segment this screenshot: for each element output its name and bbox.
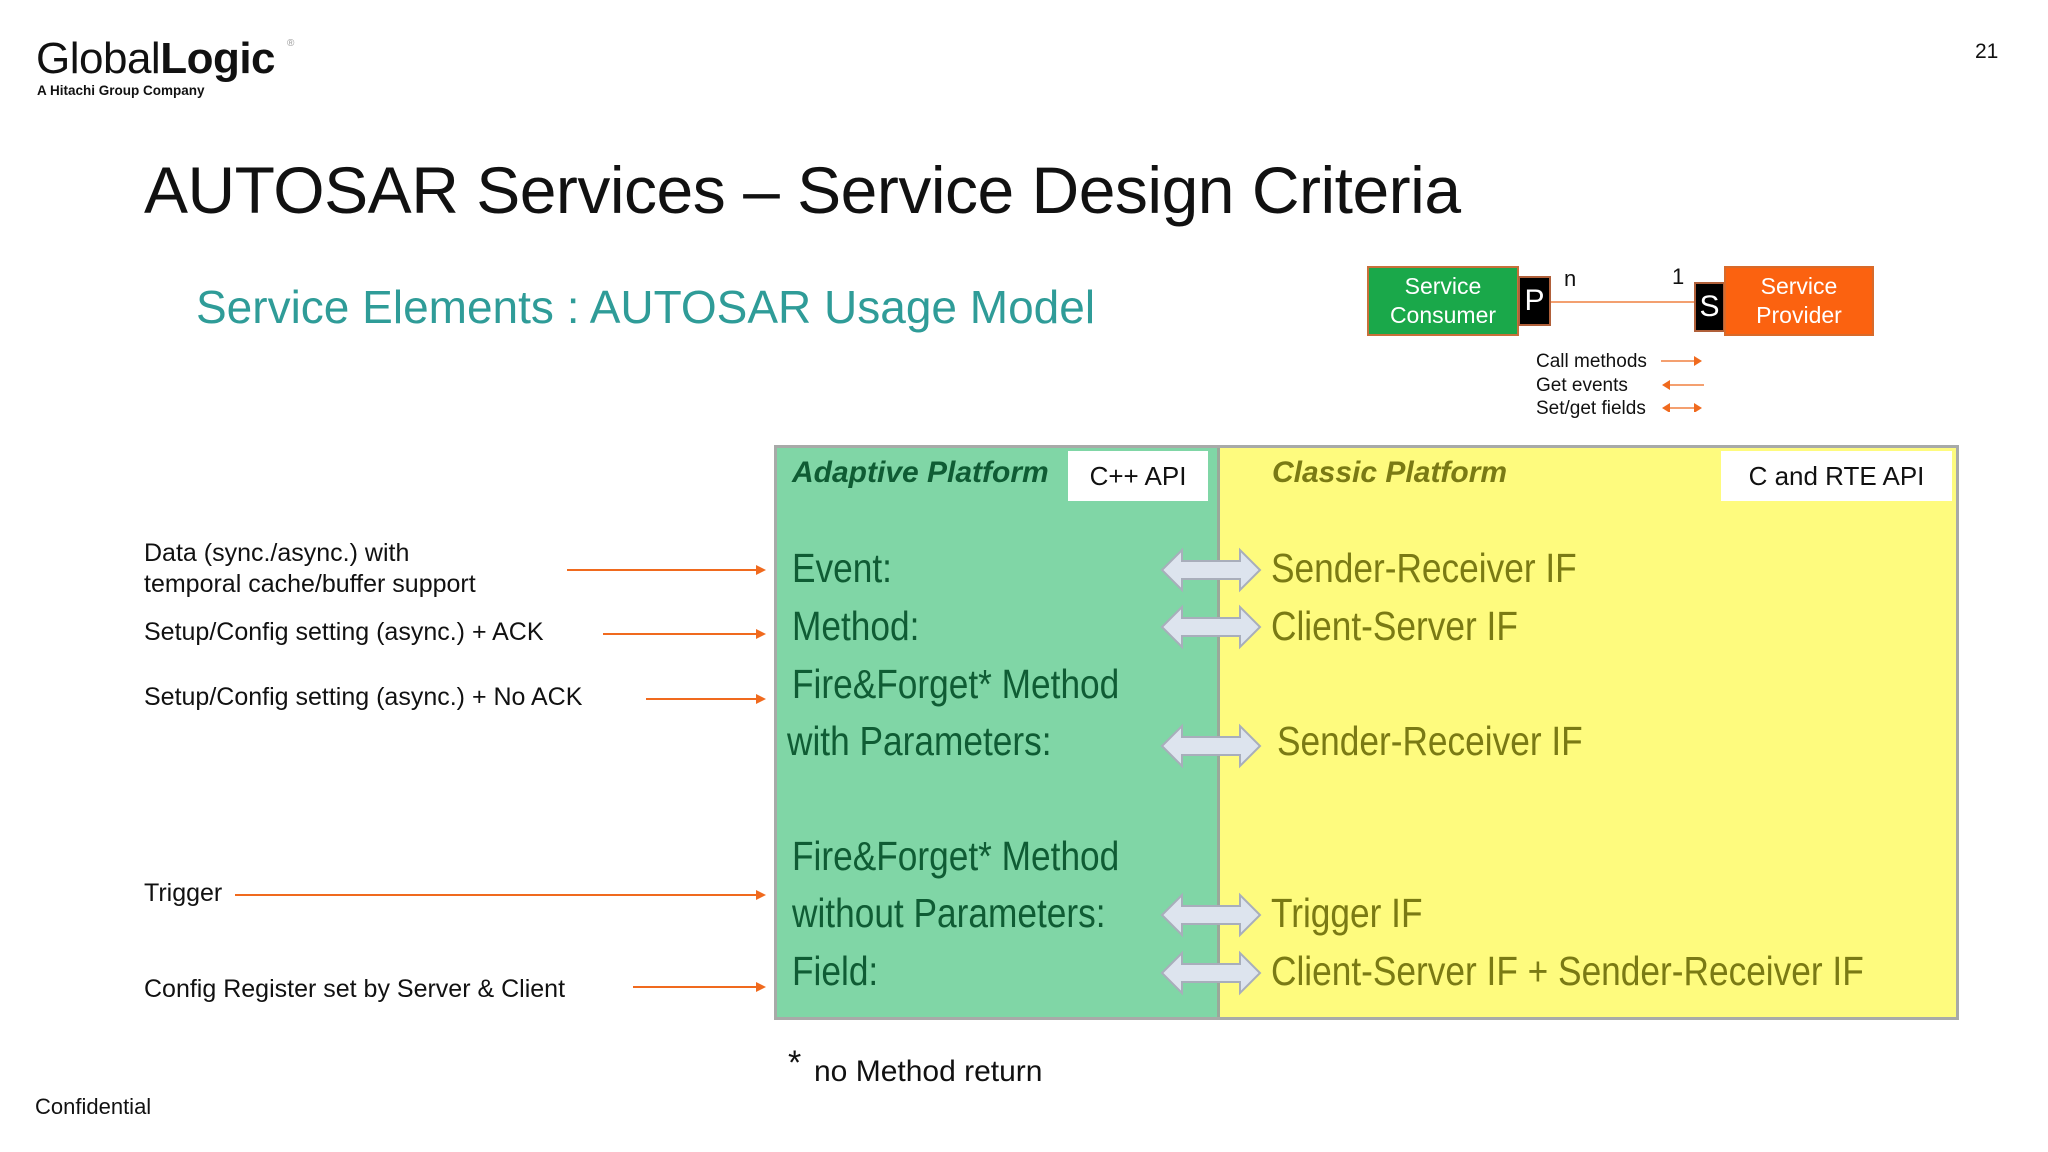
provider-port: S — [1694, 282, 1725, 332]
classic-platform-header: Classic Platform — [1272, 456, 1508, 489]
legend-arrows — [1661, 356, 1704, 412]
service-provider-box: Service Provider — [1724, 266, 1874, 336]
adaptive-platform-header: Adaptive Platform — [792, 456, 1049, 489]
row-field: Field: — [792, 948, 879, 994]
platform-comparison-box — [774, 445, 1959, 1020]
classic-event-mapping: Sender-Receiver IF — [1271, 545, 1577, 591]
cpp-api-label: C++ API — [1068, 451, 1208, 501]
service-consumer-box: Service Consumer — [1367, 266, 1519, 336]
page-number: 21 — [1975, 40, 1999, 63]
legend-set-get-fields: Set/get fields — [1536, 398, 1646, 419]
double-arrow-icon — [1160, 723, 1262, 769]
consumer-port: P — [1518, 276, 1551, 326]
connector-line — [1551, 301, 1694, 303]
row-event: Event: — [792, 545, 892, 591]
classic-fire-forget-mapping: Sender-Receiver IF — [1277, 718, 1583, 764]
label-trigger: Trigger — [144, 879, 223, 907]
label-setup-no-ack: Setup/Config setting (async.) + No ACK — [144, 683, 583, 711]
confidential-footer: Confidential — [35, 1094, 152, 1119]
page-subtitle: Service Elements : AUTOSAR Usage Model — [196, 281, 1096, 333]
logo-tagline: A Hitachi Group Company — [37, 83, 205, 98]
footnote-text: no Method return — [814, 1055, 1043, 1088]
classic-platform-panel — [1217, 448, 1956, 1017]
label-setup-ack: Setup/Config setting (async.) + ACK — [144, 618, 544, 646]
label-data-cache: temporal cache/buffer support — [144, 570, 476, 598]
legend-get-events: Get events — [1536, 375, 1628, 396]
row-fire-forget-with: Fire&Forget* Method — [792, 661, 1120, 707]
c-rte-api-label: C and RTE API — [1721, 451, 1952, 501]
legend-call-methods: Call methods — [1536, 351, 1647, 372]
double-arrow-icon — [1160, 604, 1262, 650]
row-method: Method: — [792, 603, 920, 649]
label-arrows — [235, 565, 766, 992]
adaptive-platform-panel — [777, 448, 1217, 1017]
row-without-parameters: without Parameters: — [792, 890, 1106, 936]
classic-field-mapping: Client-Server IF + Sender-Receiver IF — [1271, 948, 1864, 994]
footnote-star: * — [788, 1044, 802, 1082]
logo-registered-mark: ® — [287, 38, 295, 49]
double-arrow-icon — [1160, 950, 1262, 996]
double-arrow-icon — [1160, 892, 1262, 938]
double-arrow-icon — [1160, 547, 1262, 593]
service-consumer-label: Service Consumer — [1389, 273, 1497, 328]
label-data: Data (sync./async.) with — [144, 539, 410, 567]
logo-text-light: Global — [36, 34, 161, 83]
row-fire-forget-without: Fire&Forget* Method — [792, 833, 1120, 879]
classic-method-mapping: Client-Server IF — [1271, 603, 1518, 649]
logo: GlobalLogic — [36, 34, 276, 84]
consumer-multiplicity: n — [1564, 266, 1577, 291]
classic-trigger-mapping: Trigger IF — [1271, 890, 1423, 936]
page-title: AUTOSAR Services – Service Design Criter… — [144, 153, 1461, 227]
provider-multiplicity: 1 — [1672, 264, 1685, 289]
label-config-register: Config Register set by Server & Client — [144, 975, 566, 1003]
logo-text-bold: Logic — [160, 34, 276, 83]
row-with-parameters: with Parameters: — [787, 718, 1052, 764]
service-provider-label: Service Provider — [1756, 273, 1842, 328]
